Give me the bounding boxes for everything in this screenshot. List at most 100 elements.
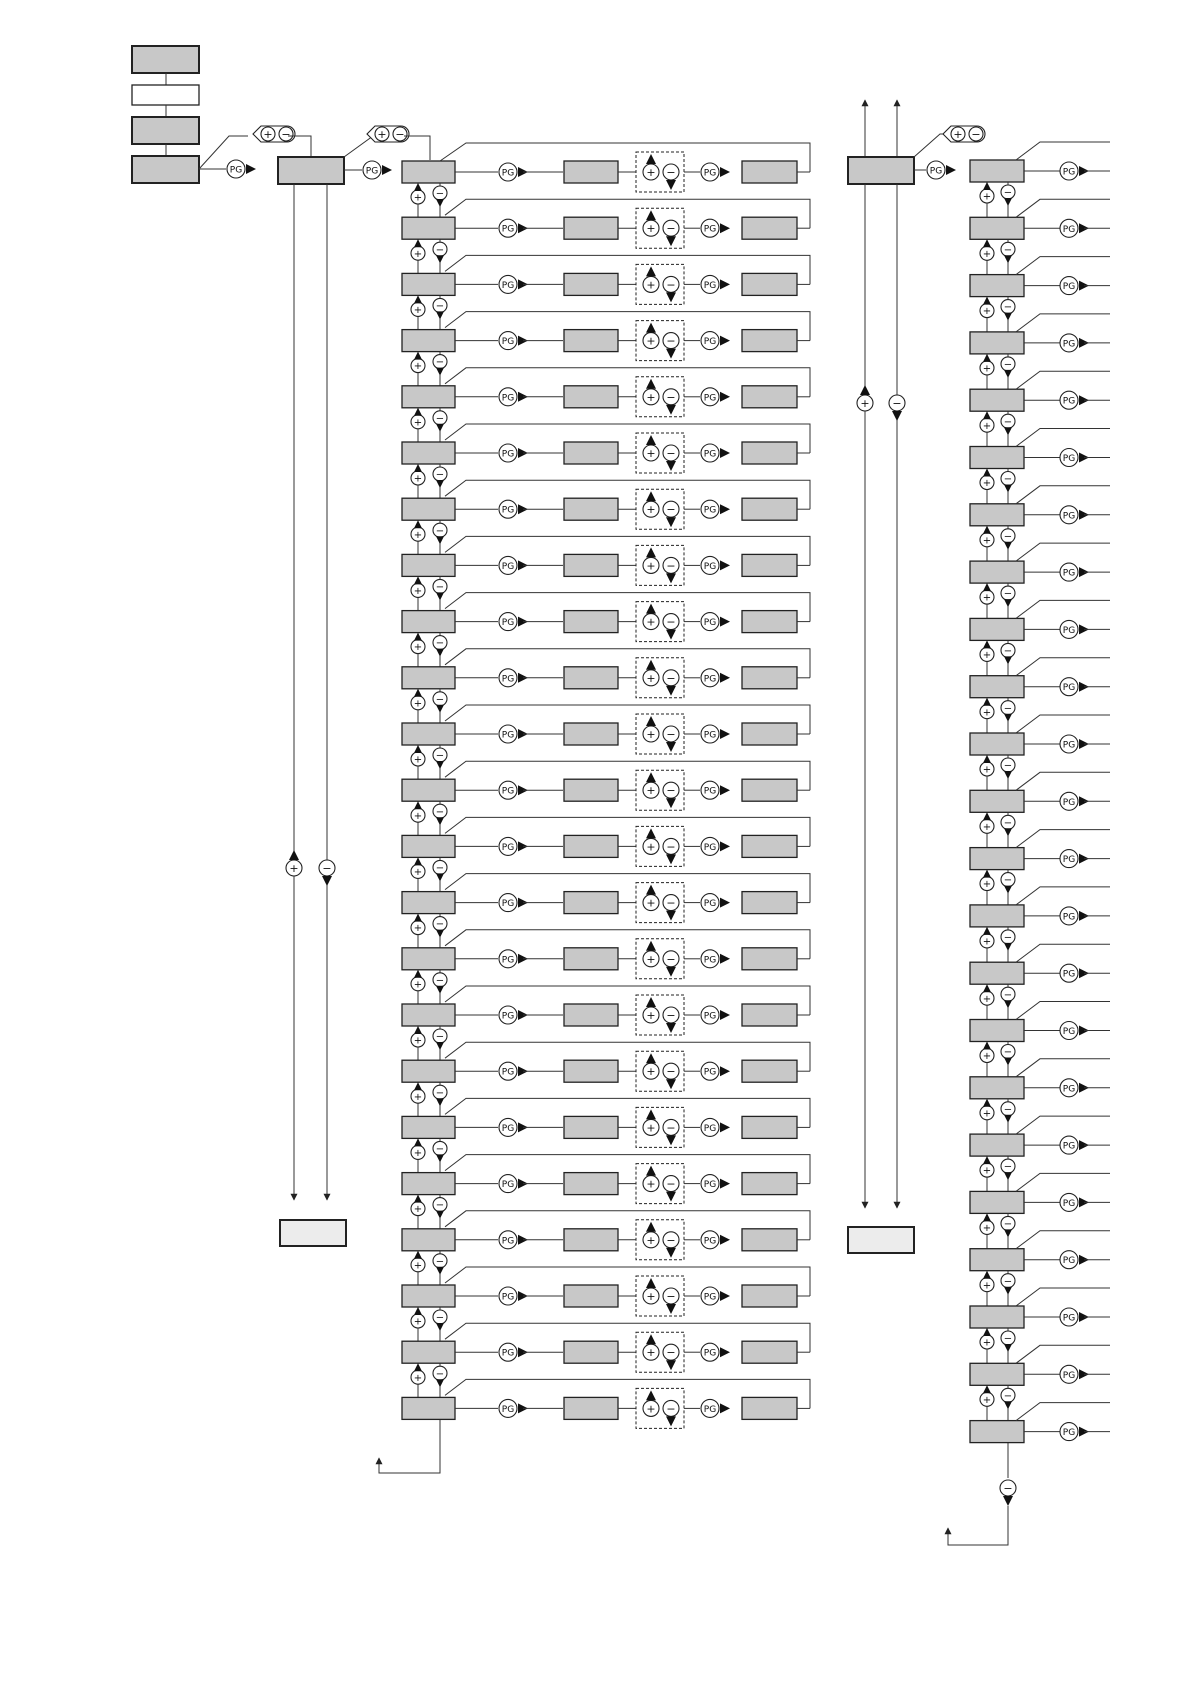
pg-label: PG — [502, 1293, 514, 1303]
minus-circle-symbol: − — [436, 807, 444, 818]
plus-minus-dashed-selector: +− — [635, 1050, 685, 1092]
minus-circle-icon: − — [432, 1028, 448, 1044]
arrow-down-icon — [666, 1135, 676, 1146]
plus-circle-symbol: + — [263, 128, 272, 141]
minus-circle-icon: − — [432, 410, 448, 426]
pg-label: PG — [502, 1236, 514, 1246]
pg-circle-icon: PG — [498, 949, 528, 969]
row-a-box — [401, 272, 456, 297]
arrow-down-icon — [1004, 312, 1012, 321]
arrow-right-icon — [382, 165, 392, 175]
plus-circle-symbol: + — [983, 879, 991, 890]
arrow-down-icon — [436, 592, 444, 601]
connector-line — [444, 760, 811, 791]
pg-label: PG — [704, 843, 716, 853]
connector-line — [1015, 657, 1110, 677]
minus-circle-icon: − — [662, 500, 680, 518]
connector-line — [1015, 771, 1110, 791]
row-a-mid-box — [563, 834, 619, 859]
row-a-box — [401, 328, 456, 353]
arrow-down-icon — [1004, 1000, 1012, 1009]
minus-circle-icon: − — [432, 1084, 448, 1100]
minus-circle-icon: − — [662, 332, 680, 350]
pg-circle-icon: PG — [926, 160, 956, 180]
row-a-mid-box — [563, 1059, 619, 1083]
pg-circle — [1059, 1135, 1079, 1155]
plus-circle-icon: + — [260, 126, 276, 142]
pg-label: PG — [704, 393, 716, 403]
row-a-box — [401, 1340, 456, 1364]
level-2-box — [277, 156, 345, 185]
pg-label: PG — [704, 1012, 716, 1022]
minus-circle-symbol: − — [666, 897, 675, 910]
plus-circle-icon: + — [642, 781, 660, 799]
plus-circle-symbol: + — [414, 530, 422, 541]
row-a-box — [401, 834, 456, 859]
plus-minus-selector: +− — [942, 125, 986, 143]
arrow-up-icon — [414, 295, 422, 304]
arrow-up-icon — [983, 296, 991, 305]
pg-circle — [700, 443, 720, 463]
pg-label: PG — [1063, 626, 1075, 636]
arrow-right-icon — [720, 1010, 730, 1020]
arrow-up-icon — [646, 266, 656, 277]
plus-circle-icon: + — [642, 556, 660, 574]
pg-label: PG — [502, 843, 514, 853]
plus-circle-icon: + — [410, 976, 426, 992]
arrow-up-icon — [414, 1026, 422, 1034]
arrow-down-icon — [666, 1191, 676, 1202]
plus-circle-icon: + — [642, 444, 660, 462]
row-a-mid-box — [563, 216, 619, 240]
connector-line — [1015, 428, 1110, 447]
plus-minus-dashed-selector: +− — [635, 769, 685, 811]
bottom-box-left — [279, 1219, 347, 1247]
plus-circle-symbol: + — [414, 305, 422, 316]
row-a: PG+−PG+− — [401, 1154, 811, 1229]
plus-circle-icon: + — [979, 303, 995, 319]
pg-circle — [1059, 1422, 1079, 1442]
row-a-end-box — [741, 160, 798, 184]
minus-circle-symbol: − — [1004, 188, 1012, 199]
pg-circle-icon: PG — [1059, 1422, 1089, 1442]
pg-label: PG — [1063, 454, 1075, 464]
minus-circle-symbol: − — [436, 1032, 444, 1043]
minus-circle-symbol: − — [436, 413, 444, 424]
minus-circle-symbol: − — [1004, 302, 1012, 313]
minus-circle-symbol: − — [1004, 589, 1012, 600]
minus-circle-icon: − — [432, 635, 448, 651]
minus-circle-symbol: − — [666, 222, 675, 235]
row-a-mid-box — [563, 666, 619, 690]
pg-circle-icon: PG — [700, 1061, 730, 1081]
arrow-up-icon — [983, 1156, 991, 1165]
arrow-down-icon — [892, 411, 902, 421]
minus-circle-icon: − — [662, 1343, 680, 1361]
plus-circle-icon: + — [642, 894, 660, 912]
plus-circle-symbol: + — [414, 1092, 422, 1103]
arrow-up-icon — [414, 520, 422, 529]
plus-minus-dashed-selector: +− — [635, 1163, 685, 1205]
minus-circle-icon: − — [1000, 642, 1016, 658]
row-a: PG+−PG+− — [401, 873, 811, 948]
arrow-up-icon — [646, 716, 656, 726]
pg-label: PG — [502, 787, 514, 797]
minus-circle-icon: − — [432, 803, 448, 819]
pg-circle — [498, 1174, 518, 1194]
arrow-down-icon — [436, 367, 444, 376]
plus-circle-icon: + — [410, 807, 426, 823]
arrow-right-icon — [720, 1066, 730, 1077]
arrow-down-icon — [666, 1023, 676, 1033]
minus-circle-symbol: − — [666, 672, 675, 685]
arrow-down-icon — [666, 517, 676, 528]
arrow-down-icon — [666, 573, 676, 584]
minus-circle-symbol: − — [1004, 646, 1012, 657]
plus-circle-icon: + — [642, 669, 660, 687]
plus-circle-icon: + — [410, 189, 426, 205]
plus-circle-symbol: + — [414, 811, 422, 822]
arrow-up-icon — [414, 969, 422, 978]
plus-circle-icon: + — [979, 417, 995, 433]
minus-circle-icon: − — [432, 1309, 448, 1325]
connector-line — [444, 704, 811, 734]
arrow-down-icon — [436, 1154, 444, 1163]
pg-label: PG — [704, 562, 716, 572]
arrow-down-icon — [436, 1266, 444, 1275]
